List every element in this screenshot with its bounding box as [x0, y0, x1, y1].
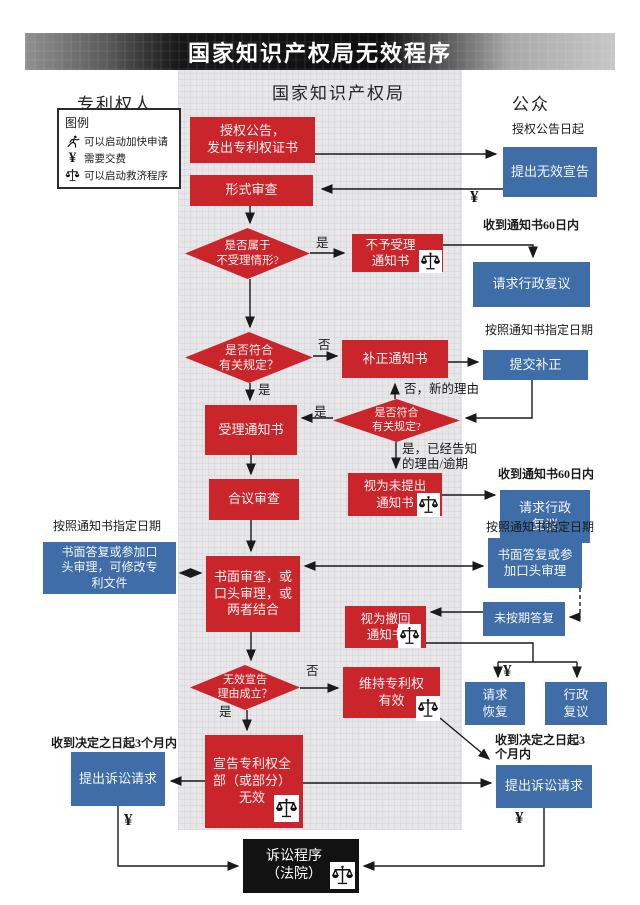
legend-label: 可以启动救济程序	[84, 171, 168, 182]
node-file-lawsuit-right: 提出诉讼请求	[496, 765, 592, 808]
node-submit-correction: 提交补正	[483, 350, 588, 380]
edge-label-yes-informed: 是，已经告知 的理由/逾期	[402, 442, 478, 471]
yen-icon: ¥	[503, 661, 512, 680]
node-correction-notice: 补正通知书	[342, 340, 448, 378]
node-request-restoration: 请求 恢复	[465, 682, 525, 725]
node-admin-reconsideration-3: 行政 复议	[545, 682, 607, 725]
note-60days-1: 收到通知书60日内	[483, 218, 580, 232]
edge-label-yes: 是	[258, 383, 271, 397]
scales-icon	[416, 696, 440, 721]
scales-icon	[419, 250, 442, 273]
legend-label: 可以启动加快申请	[84, 137, 168, 148]
note-60days-2: 收到通知书60日内	[498, 467, 595, 481]
edge-label-yes: 是	[219, 705, 232, 719]
node-file-lawsuit-left: 提出诉讼请求	[71, 752, 165, 806]
legend-label: 需要交费	[84, 154, 126, 165]
yen-icon: ¥	[470, 187, 479, 206]
title-banner: 国家知识产权局无效程序	[25, 33, 615, 70]
edge-label-yes: 是	[314, 405, 327, 419]
note-3months-left: 收到决定之日起3个月内	[51, 736, 178, 750]
yen-icon: ¥	[68, 150, 77, 166]
node-grant-announcement: 授权公告， 发出专利权证书	[190, 117, 315, 163]
node-no-timely-reply: 未按期答复	[483, 602, 565, 636]
edge-label-no: 否	[318, 338, 331, 352]
node-reply-amend-documents: 书面答复或参加口 头审理，可修改专 利文件	[43, 542, 176, 594]
node-reply-or-oral-hearing: 书面答复或参 加口头审理	[488, 538, 582, 588]
edge-label-yes: 是	[316, 236, 329, 250]
yen-icon: ¥	[124, 810, 133, 829]
scales-icon	[398, 624, 421, 648]
node-admin-reconsideration-1: 请求行政复议	[473, 262, 590, 307]
scales-icon	[65, 168, 80, 183]
yen-icon: ¥	[515, 808, 524, 827]
node-file-invalidation-request: 提出无效宣告	[503, 147, 597, 197]
legend-item-fee: ¥ 需要交费	[65, 150, 173, 167]
edge-label-no-new-reason: 否，新的理由	[404, 382, 480, 396]
legend-item-fast-track: 可以启动加快申请	[65, 133, 173, 150]
node-deemed-not-filed-notice: 视为未提出 通知书	[348, 473, 442, 516]
edge-label-no: 否	[306, 664, 319, 678]
column-header-public: 公众	[512, 95, 550, 114]
legend-box: 图例 可以启动加快申请 ¥ 需要交费 可以启动救济程序	[57, 108, 181, 189]
node-acceptance-notice: 受理通知书	[205, 405, 297, 455]
node-declare-invalid: 宣告专利权全 部（或部分） 无效	[205, 735, 303, 828]
note-3months-right: 收到决定之日起3 个月内	[495, 733, 586, 761]
node-written-or-oral-exam: 书面审查，或 口头审理，或 两者结合	[206, 556, 300, 632]
note-grant-date: 授权公告日起	[512, 122, 585, 136]
note-by-notice-date-1: 按照通知书指定日期	[485, 323, 594, 337]
node-formality-exam: 形式审查	[190, 175, 313, 206]
column-header-cnipa: 国家知识产权局	[272, 84, 405, 103]
runner-icon	[65, 134, 80, 149]
note-by-notice-date-left: 按照通知书指定日期	[53, 519, 162, 533]
note-by-notice-date-right: 按照通知书指定日期	[486, 520, 595, 534]
legend-item-remedy: 可以启动救济程序	[65, 167, 173, 184]
scales-icon	[417, 493, 440, 517]
scales-icon	[330, 862, 355, 889]
node-collegial-exam: 合议审查	[209, 479, 299, 520]
page-title: 国家知识产权局无效程序	[187, 40, 452, 66]
node-non-acceptance-notice: 不予受理 通知书	[352, 234, 443, 272]
scales-icon	[274, 795, 299, 822]
node-admin-reconsideration-2: 请求行政 复议	[500, 490, 590, 543]
legend-title: 图例	[65, 116, 90, 130]
